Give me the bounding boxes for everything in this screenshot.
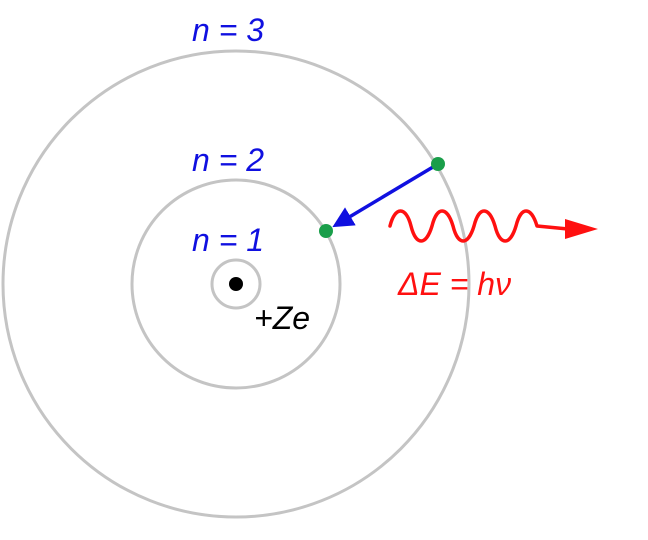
- electron-final: [319, 224, 333, 238]
- level-label-n1: n = 1: [192, 222, 264, 258]
- nucleus: [229, 277, 243, 291]
- electron-initial: [431, 157, 445, 171]
- nucleus-ring: [210, 258, 262, 310]
- level-label-n2: n = 2: [192, 142, 264, 178]
- photon-energy-label: ΔE = hν: [397, 266, 511, 302]
- orbit-n3: [1, 49, 471, 519]
- photon-wave: [388, 209, 570, 243]
- orbit-n2: [130, 178, 342, 390]
- transition-arrow: [332, 162, 439, 228]
- photon-arrowhead: [565, 219, 598, 239]
- level-label-n3: n = 3: [192, 12, 264, 48]
- nucleus-charge-label: +Ze: [254, 300, 310, 336]
